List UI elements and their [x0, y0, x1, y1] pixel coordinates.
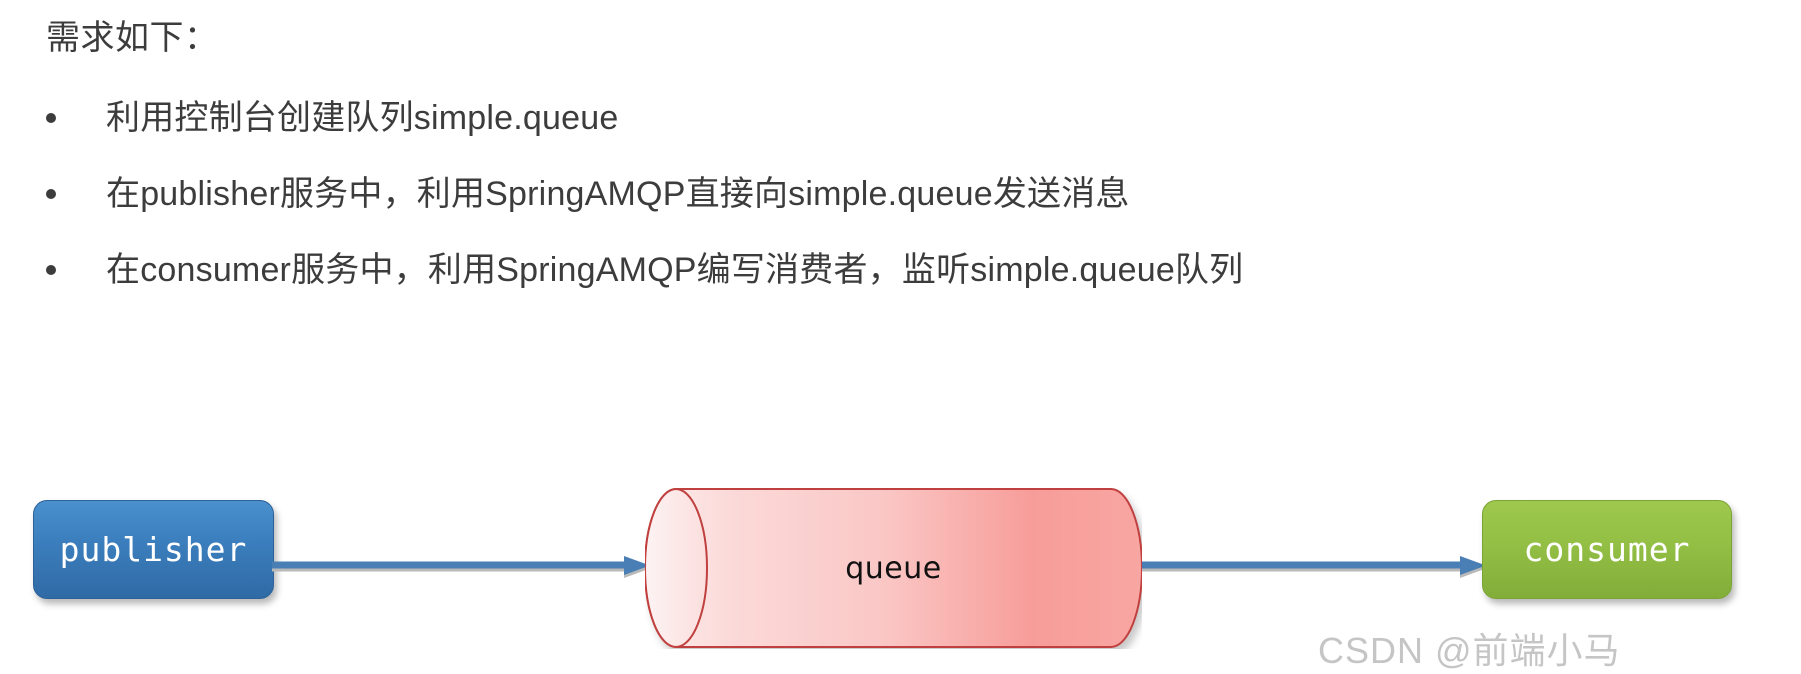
bullet-text: 利用控制台创建队列simple.queue	[106, 99, 619, 137]
bullet-dot-icon	[46, 265, 56, 275]
arrow-queue-to-consumer	[1142, 556, 1486, 578]
bullet-dot-icon	[46, 189, 56, 199]
queue-node-label: queue	[845, 551, 942, 586]
bullet-text: 在publisher服务中，利用SpringAMQP直接向simple.queu…	[106, 175, 1130, 213]
consumer-node: consumer	[1482, 500, 1732, 599]
publisher-node: publisher	[33, 500, 274, 599]
bullet-dot-icon	[46, 113, 56, 123]
queue-node: queue	[645, 488, 1142, 649]
list-item: 利用控制台创建队列simple.queue	[40, 89, 1780, 147]
arrow-publisher-to-queue	[272, 556, 650, 578]
list-item: 在consumer服务中，利用SpringAMQP编写消费者，监听simple.…	[40, 241, 1780, 299]
bullet-text: 在consumer服务中，利用SpringAMQP编写消费者，监听simple.…	[106, 251, 1244, 289]
list-item: 在publisher服务中，利用SpringAMQP直接向simple.queu…	[40, 165, 1780, 223]
page-title: 需求如下：	[46, 19, 219, 57]
